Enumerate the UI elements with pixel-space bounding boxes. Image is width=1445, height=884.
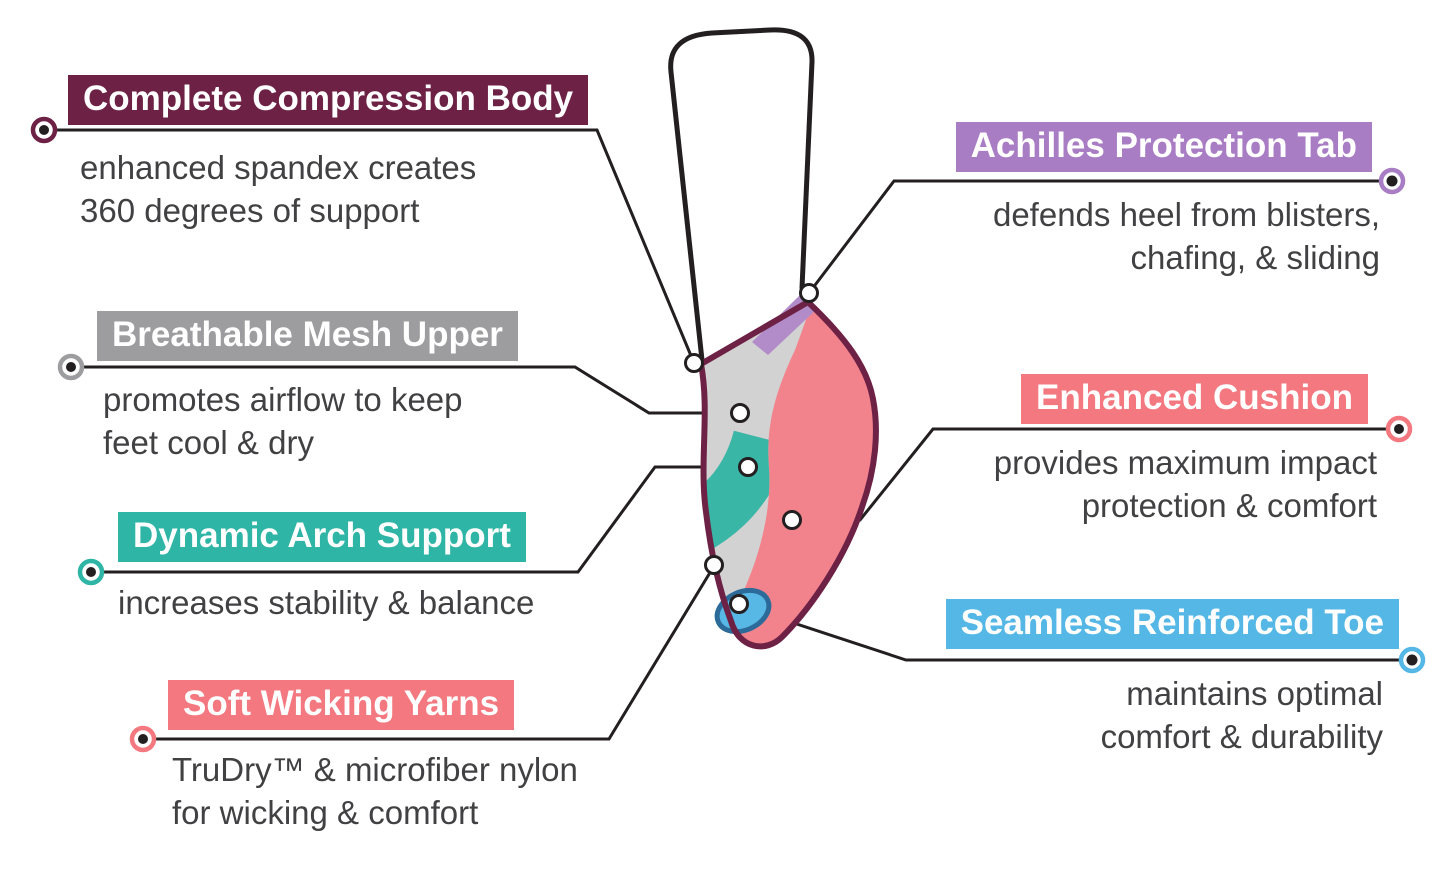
callout-compression: Complete Compression Body bbox=[68, 75, 589, 125]
marker-dot-achilles bbox=[799, 283, 819, 303]
feature-desc-wicking: TruDry™ & microfiber nylon for wicking &… bbox=[172, 748, 578, 834]
feature-desc-line: TruDry™ & microfiber nylon bbox=[172, 751, 578, 788]
feature-desc-line: promotes airflow to keep bbox=[103, 381, 463, 418]
connector-line-wicking bbox=[143, 565, 716, 741]
sock-outline bbox=[697, 298, 879, 650]
callout-cushion: Enhanced Cushion bbox=[1021, 374, 1368, 424]
marker-dot-toe bbox=[729, 594, 749, 614]
feature-header-cushion: Enhanced Cushion bbox=[1021, 374, 1368, 424]
connector-lines bbox=[44, 128, 1412, 741]
feature-header-arch: Dynamic Arch Support bbox=[118, 512, 526, 562]
feature-desc-cushion: provides maximum impact protection & com… bbox=[994, 441, 1377, 527]
feature-desc-line: protection & comfort bbox=[1081, 487, 1377, 524]
feature-desc-line: maintains optimal bbox=[1126, 675, 1383, 712]
marker-dot-wicking bbox=[704, 555, 724, 575]
feature-desc-line: defends heel from blisters, bbox=[992, 196, 1380, 233]
feature-desc-arch: increases stability & balance bbox=[118, 581, 534, 624]
feature-desc-line: 360 degrees of support bbox=[80, 192, 420, 229]
ring-toe-icon bbox=[1398, 646, 1426, 674]
feature-header-compression: Complete Compression Body bbox=[68, 75, 589, 125]
ring-wicking-icon bbox=[129, 725, 157, 753]
ring-achilles-icon bbox=[1378, 167, 1406, 195]
arch-band bbox=[701, 429, 791, 573]
callout-rings bbox=[30, 116, 1426, 753]
callout-wicking: Soft Wicking Yarns bbox=[168, 680, 515, 730]
marker-dot-mesh bbox=[730, 403, 750, 423]
feature-desc-line: for wicking & comfort bbox=[172, 794, 479, 831]
connector-line-achilles bbox=[807, 179, 1392, 294]
feature-desc-line: feet cool & dry bbox=[103, 424, 314, 461]
marker-dots bbox=[684, 283, 819, 614]
feature-desc-line: enhanced spandex creates bbox=[80, 149, 477, 186]
callout-toe: Seamless Reinforced Toe bbox=[945, 599, 1399, 649]
feature-header-achilles: Achilles Protection Tab bbox=[955, 122, 1372, 172]
feature-desc-compression: enhanced spandex creates 360 degrees of … bbox=[80, 146, 476, 232]
leg-outline bbox=[668, 27, 815, 363]
ring-mesh-icon bbox=[57, 353, 85, 381]
feature-header-mesh: Breathable Mesh Upper bbox=[97, 311, 518, 361]
marker-dot-compression bbox=[684, 353, 704, 373]
feature-header-toe: Seamless Reinforced Toe bbox=[945, 599, 1399, 649]
feature-desc-line: increases stability & balance bbox=[118, 584, 535, 621]
callout-achilles: Achilles Protection Tab bbox=[955, 122, 1372, 172]
feature-desc-line: comfort & durability bbox=[1100, 718, 1383, 755]
ring-compression-icon bbox=[30, 116, 58, 144]
feature-desc-line: chafing, & sliding bbox=[1130, 239, 1380, 276]
feature-desc-line: provides maximum impact bbox=[993, 444, 1377, 481]
callout-arch: Dynamic Arch Support bbox=[118, 512, 526, 562]
ring-cushion-icon bbox=[1385, 415, 1413, 443]
feature-header-wicking: Soft Wicking Yarns bbox=[168, 680, 515, 730]
feature-desc-achilles: defends heel from blisters, chafing, & s… bbox=[993, 193, 1380, 279]
feature-desc-toe: maintains optimal comfort & durability bbox=[1101, 672, 1383, 758]
marker-dot-cushion bbox=[782, 510, 802, 530]
callout-mesh: Breathable Mesh Upper bbox=[97, 311, 518, 361]
connector-line-compression bbox=[44, 128, 696, 364]
feature-desc-mesh: promotes airflow to keep feet cool & dry bbox=[103, 378, 463, 464]
connector-line-mesh bbox=[71, 365, 740, 415]
ring-arch-icon bbox=[77, 558, 105, 586]
marker-dot-arch bbox=[738, 457, 758, 477]
